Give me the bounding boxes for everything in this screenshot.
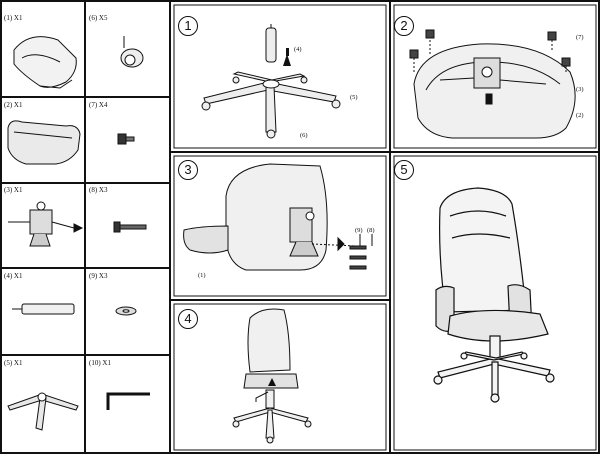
step-4-number: 4: [178, 309, 198, 329]
step-5-number: 5: [394, 160, 414, 180]
step1-drawing: [202, 24, 340, 138]
part-1-label: (1) X1: [4, 14, 22, 22]
step-2-number: 2: [394, 16, 414, 36]
step2-callout-bolt: (7): [576, 34, 584, 41]
step1-callout-gaslift: (4): [294, 46, 302, 53]
step1-callout-base: (5): [350, 94, 358, 101]
step1-callout-caster: (6): [300, 132, 308, 139]
part-6-label: (6) X5: [89, 14, 107, 22]
part-3-label: (3) X1: [4, 186, 22, 194]
step3-drawing: [184, 164, 372, 270]
part-8-label: (8) X3: [89, 186, 107, 194]
step2-callout-mechanism: (3): [576, 86, 584, 93]
part-2-label: (2) X1: [4, 101, 22, 109]
step3-callout-washer: (9): [355, 227, 363, 234]
part-9-label: (9) X3: [89, 272, 107, 280]
step-1-number: 1: [178, 16, 198, 36]
step3-callout-seat: (1): [198, 272, 206, 279]
part-7-label: (7) X4: [89, 101, 107, 109]
part-10-label: (10) X1: [89, 359, 111, 367]
step4-drawing: [233, 309, 311, 443]
step2-callout-shell: (2): [576, 112, 584, 119]
part-5-label: (5) X1: [4, 359, 22, 367]
step5-drawing: [434, 188, 554, 402]
step2-drawing: [410, 30, 575, 138]
step-3-number: 3: [178, 160, 198, 180]
part-4-label: (4) X1: [4, 272, 22, 280]
step3-callout-screw: (8): [367, 227, 375, 234]
